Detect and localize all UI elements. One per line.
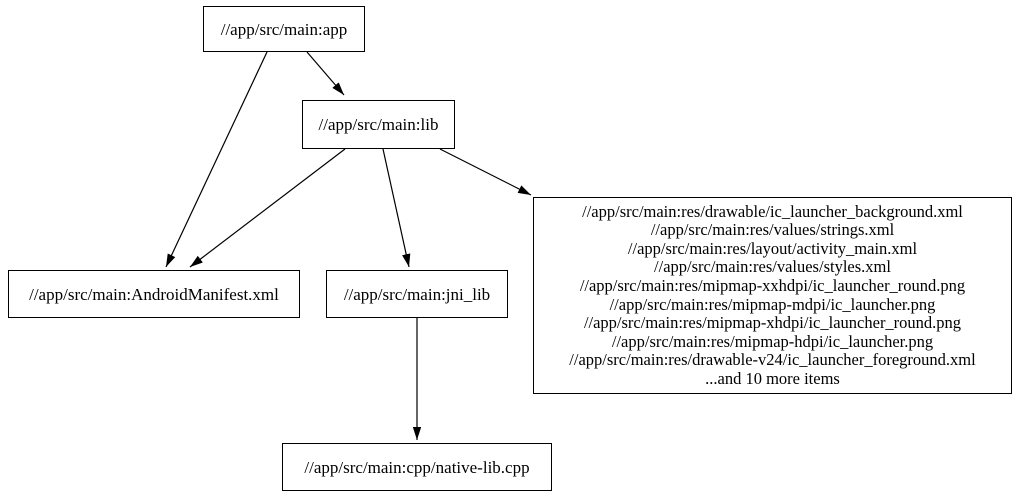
edge-lib-to-resources: [439, 148, 532, 196]
resource-item: //app/src/main:res/mipmap-mdpi/ic_launch…: [609, 294, 936, 314]
edge-lib-to-jni-lib: [382, 148, 411, 268]
node-android-manifest-label: //app/src/main:AndroidManifest.xml: [29, 284, 279, 304]
resource-item: //app/src/main:res/drawable-v24/ic_launc…: [569, 350, 976, 370]
edge-lib-to-manifest: [189, 148, 346, 268]
resource-item: //app/src/main:res/values/strings.xml: [650, 220, 895, 240]
node-android-manifest: //app/src/main:AndroidManifest.xml: [8, 270, 300, 318]
resource-item: //app/src/main:res/mipmap-hdpi/ic_launch…: [611, 331, 934, 351]
resource-more-items: ...and 10 more items: [705, 368, 840, 388]
node-app: //app/src/main:app: [203, 6, 365, 52]
edge-app-to-manifest: [165, 51, 268, 268]
node-jni-lib-label: //app/src/main:jni_lib: [343, 284, 491, 304]
resource-item: //app/src/main:res/drawable/ic_launcher_…: [582, 201, 963, 221]
resource-item: //app/src/main:res/mipmap-xhdpi/ic_launc…: [583, 313, 962, 333]
node-resources-group: //app/src/main:res/drawable/ic_launcher_…: [533, 197, 1012, 394]
node-native-cpp: //app/src/main:cpp/native-lib.cpp: [282, 443, 552, 491]
node-native-cpp-label: //app/src/main:cpp/native-lib.cpp: [304, 457, 530, 477]
edge-app-to-lib: [306, 51, 345, 96]
node-app-label: //app/src/main:app: [220, 19, 348, 39]
resource-item: //app/src/main:res/mipmap-xxhdpi/ic_laun…: [579, 275, 966, 295]
resource-item: //app/src/main:res/values/styles.xml: [654, 257, 891, 277]
node-jni-lib: //app/src/main:jni_lib: [326, 270, 508, 318]
node-lib: //app/src/main:lib: [302, 100, 455, 149]
node-lib-label: //app/src/main:lib: [318, 115, 439, 134]
resource-item: //app/src/main:res/layout/activity_main.…: [627, 238, 918, 258]
